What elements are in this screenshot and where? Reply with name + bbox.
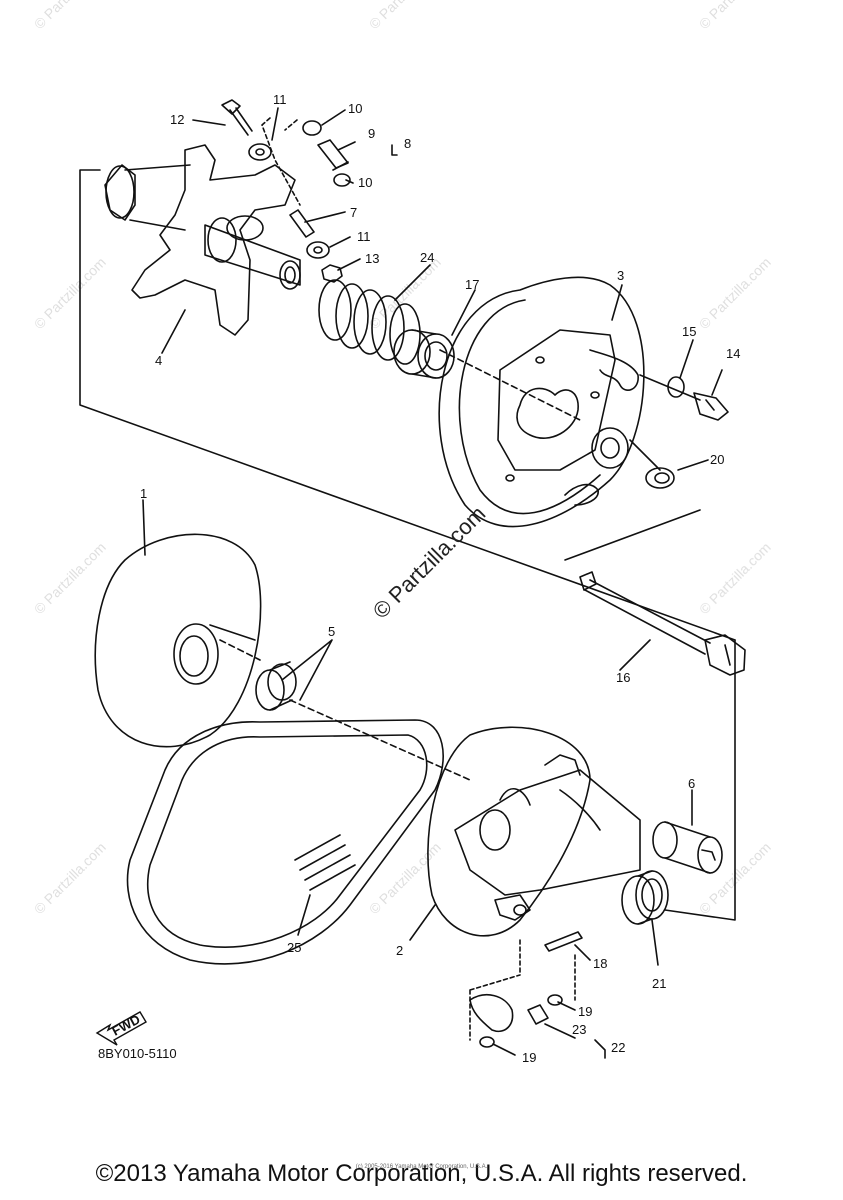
- part-label-9: 9: [368, 126, 375, 141]
- watermark: © Partzilla.com: [366, 0, 444, 32]
- washer-19-top: [547, 994, 563, 1006]
- drive-belt-25: [126, 719, 444, 965]
- ring-20: [645, 467, 675, 489]
- fwd-arrow-icon: FWD: [95, 1011, 147, 1046]
- watermark: © Partzilla.com: [696, 254, 774, 332]
- watermark: © Partzilla.com: [366, 839, 444, 917]
- part-label-4: 4: [155, 353, 162, 368]
- long-bolt-16: [579, 571, 746, 676]
- assembly-bracket: [79, 169, 736, 641]
- watermark: © Partzilla.com: [696, 0, 774, 32]
- collar-6: [652, 821, 723, 874]
- part-label-2: 2: [396, 943, 403, 958]
- washer-10-bottom: [333, 173, 351, 187]
- part-label-14: 14: [726, 346, 740, 361]
- part-label-18: 18: [593, 956, 607, 971]
- sliding-sheave-1: [94, 533, 262, 748]
- part-label-17: 17: [465, 277, 479, 292]
- bushing-21: [621, 870, 669, 925]
- part-label-25: 25: [287, 940, 301, 955]
- small-credit: (c) 2005-2016 Yamaha Motor Corporation, …: [355, 1164, 488, 1170]
- bushing-23: [527, 1004, 549, 1025]
- pin-18: [544, 931, 583, 952]
- part-label-11: 11: [273, 92, 287, 107]
- watermark-main: © Partzilla.com: [368, 501, 491, 624]
- secondary-cover-3: [438, 276, 645, 528]
- part-label-16: 16: [616, 670, 630, 685]
- part-label-7: 7: [350, 205, 357, 220]
- part-label-6: 6: [688, 776, 695, 791]
- part-label-24: 24: [420, 250, 434, 265]
- part-label-1: 1: [140, 486, 147, 501]
- washer-10-top: [302, 120, 322, 136]
- pin-7: [289, 209, 315, 238]
- part-label-8: 8: [404, 136, 411, 151]
- nut-13: [321, 264, 343, 283]
- fixed-sheave-spider: [104, 144, 301, 336]
- part-label-13: 13: [365, 251, 379, 266]
- copyright-footer: ©2013 Yamaha Motor Corporation, U.S.A. A…: [95, 1160, 748, 1187]
- washer-11-bottom: [306, 241, 330, 259]
- part-label-20: 20: [710, 452, 724, 467]
- watermark: © Partzilla.com: [31, 0, 109, 32]
- watermark-group: © Partzilla.com © Partzilla.com © Partzi…: [31, 0, 774, 917]
- part-label-15: 15: [682, 324, 696, 339]
- spring-24: [318, 279, 421, 365]
- part-label-3: 3: [617, 268, 624, 283]
- fwd-label: FWD: [109, 1012, 142, 1039]
- part-label-11: 11: [357, 229, 371, 244]
- part-label-5: 5: [328, 624, 335, 639]
- weight-22: [469, 994, 514, 1032]
- bushing-17: [393, 329, 455, 379]
- primary-body-2: [427, 726, 641, 937]
- part-label-10: 10: [348, 101, 362, 116]
- part-label-19: 19: [522, 1050, 536, 1065]
- part-label-21: 21: [652, 976, 666, 991]
- part-label-19: 19: [578, 1004, 592, 1019]
- bolt-14: [639, 374, 729, 421]
- diagram-code: 8BY010-5110: [98, 1046, 177, 1061]
- watermark: © Partzilla.com: [696, 539, 774, 617]
- watermark: © Partzilla.com: [31, 254, 109, 332]
- bolt-12: [221, 99, 253, 136]
- part-label-22: 22: [611, 1040, 625, 1055]
- pin-9: [317, 139, 349, 169]
- watermark: © Partzilla.com: [31, 839, 109, 917]
- part-labels: 12 11 10 9 8 10 7 11 13 4 24 17 3 15 14 …: [140, 92, 740, 1065]
- washer-11-top: [248, 143, 272, 161]
- washer-19-bottom: [479, 1036, 495, 1048]
- part-label-23: 23: [572, 1022, 586, 1037]
- part-label-12: 12: [170, 112, 184, 127]
- assembly-bracket-right: [664, 639, 736, 921]
- assembly-bracket-lower: [564, 509, 701, 561]
- watermark: © Partzilla.com: [31, 539, 109, 617]
- part-label-10: 10: [358, 175, 372, 190]
- slider-5: [255, 661, 297, 711]
